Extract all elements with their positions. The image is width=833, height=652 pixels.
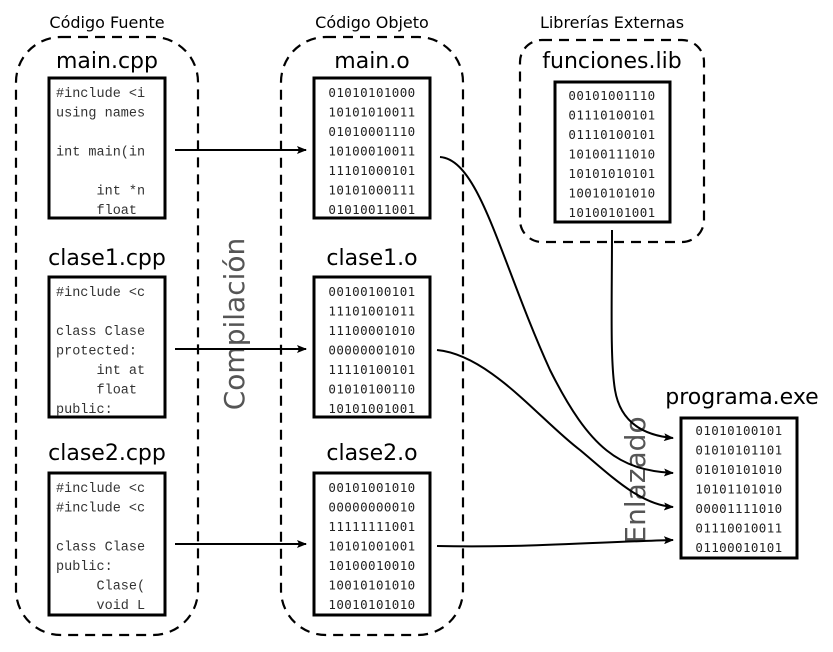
binary-content: 00100100101 11101001011 11100001010 0000000…	[328, 284, 415, 416]
binary-line: 10100010010	[328, 558, 415, 573]
binary-line: 10101000111	[328, 183, 415, 198]
link-arrow-library	[610, 229, 674, 442]
libraries-group-container	[518, 38, 706, 244]
binary-line: 10101101010	[695, 482, 782, 497]
binary-line: 01110100101	[568, 127, 655, 142]
code-line: void L	[56, 599, 145, 614]
code-line: Clase(	[56, 580, 145, 595]
binary-line: 10100111010	[568, 147, 655, 162]
code-line: float	[56, 204, 137, 219]
binary-line: 11100001010	[328, 323, 415, 338]
object-file-clase2: clase2.o 00101001010 00000000010 111111110…	[312, 441, 432, 617]
binary-line: 10100010011	[328, 144, 415, 159]
code-line: using names	[56, 107, 145, 122]
file-title: main.cpp	[56, 49, 158, 74]
binary-line: 10010101010	[328, 578, 415, 593]
binary-content: 00101001010 00000000010 11111111001 1010100…	[328, 480, 415, 612]
binary-line: 10101010011	[328, 105, 415, 120]
code-box	[47, 275, 167, 419]
binary-line: 01100010101	[695, 540, 782, 555]
binary-line: 11101001011	[328, 304, 415, 319]
code-line: public:	[56, 403, 113, 418]
file-title: clase2.cpp	[48, 441, 166, 466]
object-file-main: main.o 01010101000 10101010011 01010001110…	[312, 49, 432, 220]
binary-line: 10100101001	[568, 205, 655, 220]
code-line: class Clase	[56, 541, 145, 556]
binary-content: 01010101000 10101010011 01010001110 1010001…	[328, 85, 415, 217]
file-title: clase1.o	[326, 246, 417, 271]
binary-line: 00100100101	[328, 284, 415, 299]
binary-line: 01010100110	[328, 382, 415, 397]
binary-line: 01010100101	[695, 423, 782, 438]
object-group-title: Código Objeto	[315, 13, 429, 32]
compile-stage-label: Compilación	[218, 238, 251, 411]
output-file-programa: programa.exe 010101001010101010110101010…	[665, 385, 819, 560]
binary-line: 01010011001	[328, 202, 415, 217]
binary-line: 00001111010	[695, 501, 782, 516]
object-file-clase1: clase1.o 00100100101 11101001011 111000010…	[312, 246, 432, 419]
binary-line: 00101001110	[568, 88, 655, 103]
code-box	[47, 76, 167, 220]
code-line: int main(in	[56, 146, 145, 161]
file-title: programa.exe	[665, 385, 818, 410]
binary-line: 10010101010	[568, 186, 655, 201]
libraries-group-title: Librerías Externas	[540, 13, 684, 32]
binary-line: 10010101010	[328, 597, 415, 612]
code-line: protected:	[56, 345, 137, 360]
binary-content: 01010100101 01010101101 01010101010 1010110…	[695, 423, 782, 555]
code-content: #include <i using names int main(in int *n…	[56, 87, 145, 219]
binary-line: 10101001001	[328, 401, 415, 416]
binary-line: 00000001010	[328, 343, 415, 358]
binary-box	[679, 416, 799, 560]
binary-line: 10101001001	[328, 539, 415, 554]
binary-line: 01010001110	[328, 124, 415, 139]
file-title: funciones.lib	[542, 49, 681, 74]
binary-line: 11110100101	[328, 362, 415, 377]
code-line: #include <c	[56, 482, 145, 497]
link-stage-label: Enlazado	[619, 416, 652, 543]
code-line: public:	[56, 560, 113, 575]
file-title: main.o	[334, 49, 409, 74]
binary-line: 10101010101	[568, 166, 655, 181]
code-line: float	[56, 384, 137, 399]
object-group-container	[279, 35, 465, 637]
source-group-title: Código Fuente	[49, 13, 164, 32]
binary-line: 00000000010	[328, 500, 415, 515]
code-line: #include <c	[56, 502, 145, 517]
binary-line: 11111111001	[328, 519, 415, 534]
source-file-main: main.cpp #include <i using names int main(…	[47, 49, 167, 220]
link-arrow-clase1	[436, 349, 674, 511]
code-box	[47, 471, 167, 617]
file-title: clase2.o	[326, 441, 417, 466]
link-arrow-clase2	[436, 536, 674, 548]
code-content: #include <c #include <c class Clase public:…	[56, 482, 145, 614]
binary-box	[553, 80, 672, 224]
code-line: #include <c	[56, 286, 145, 301]
link-arrow-main	[439, 156, 674, 477]
file-title: clase1.cpp	[48, 246, 166, 271]
library-file-funciones: funciones.lib 00101001110 01110100101 0111…	[542, 49, 682, 224]
binary-line: 00101001010	[328, 480, 415, 495]
binary-line: 01110010011	[695, 521, 782, 536]
binary-content: 00101001110 01110100101 01110100101 1010011…	[568, 88, 655, 220]
binary-line: 01110100101	[568, 108, 655, 123]
binary-box	[312, 471, 432, 617]
code-line: class Clase	[56, 325, 145, 340]
source-file-clase2: clase2.cpp #include <c #include <c class C…	[47, 441, 167, 617]
binary-box	[312, 275, 432, 419]
binary-box	[312, 76, 432, 220]
code-line: #include <i	[56, 87, 145, 102]
binary-line: 01010101010	[695, 462, 782, 477]
binary-line: 11101000101	[328, 163, 415, 178]
binary-line: 01010101000	[328, 85, 415, 100]
source-group-container	[14, 35, 200, 637]
code-line: int at	[56, 364, 145, 379]
source-file-clase1: clase1.cpp #include <c class Clase protect…	[47, 246, 167, 419]
code-line: int *n	[56, 185, 145, 200]
binary-line: 01010101101	[695, 443, 782, 458]
